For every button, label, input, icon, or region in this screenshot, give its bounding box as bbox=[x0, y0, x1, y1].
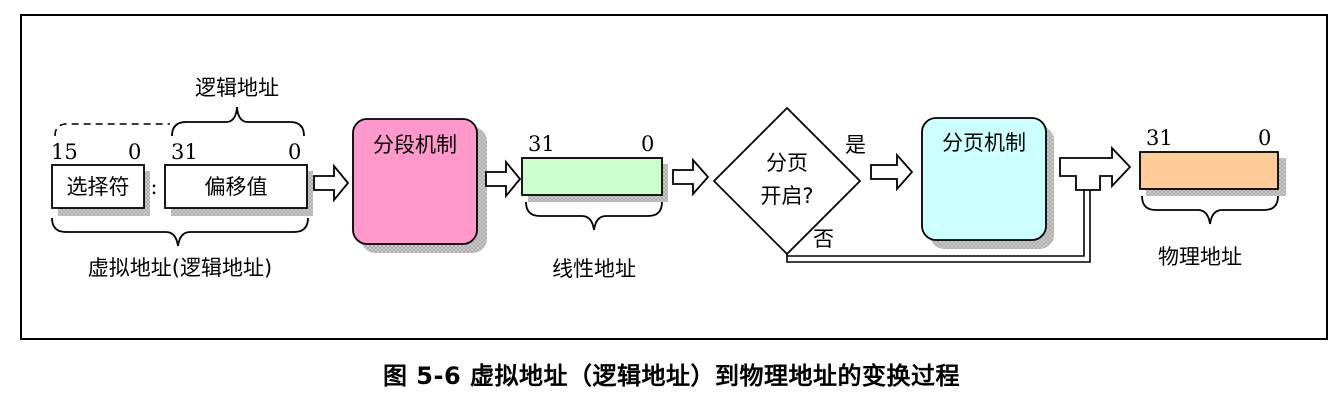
offset-label: 偏移值 bbox=[205, 175, 268, 199]
logical-address-label: 逻辑地址 bbox=[195, 76, 279, 100]
arrow-to-linear bbox=[485, 159, 522, 199]
arrow-to-physical bbox=[1059, 145, 1132, 191]
offset-bit-high: 31 bbox=[171, 140, 198, 164]
decision-no-label: 否 bbox=[813, 227, 834, 251]
segmentation-box bbox=[352, 118, 478, 245]
linear-box bbox=[521, 157, 663, 196]
physical-address-label: 物理地址 bbox=[1158, 245, 1242, 269]
offset-bit-low: 0 bbox=[288, 140, 301, 164]
logical-address-dashed-extension bbox=[54, 123, 170, 137]
paging-box bbox=[921, 117, 1047, 241]
arrow-to-decision bbox=[672, 157, 710, 197]
arrow-yes-to-paging bbox=[870, 152, 914, 192]
colon-separator: : bbox=[150, 175, 157, 199]
linear-address-label: 线性地址 bbox=[552, 257, 636, 281]
paging-label: 分页机制 bbox=[942, 131, 1026, 155]
bypass-line-outer bbox=[786, 190, 1091, 263]
linear-bit-high: 31 bbox=[528, 132, 555, 156]
paging-enabled-decision bbox=[712, 106, 862, 256]
logical-address-brace bbox=[171, 106, 305, 137]
physical-bit-low: 0 bbox=[1258, 126, 1271, 150]
virtual-address-label: 虚拟地址(逻辑地址) bbox=[88, 256, 272, 280]
arrow-to-segmentation bbox=[313, 163, 350, 203]
physical-box bbox=[1139, 151, 1279, 190]
figure-caption: 图 5-6 虚拟地址（逻辑地址）到物理地址的变换过程 bbox=[382, 362, 961, 390]
offset-box bbox=[164, 164, 308, 209]
selector-label: 选择符 bbox=[67, 175, 130, 199]
selector-bit-high: 15 bbox=[51, 140, 78, 164]
segmentation-label: 分段机制 bbox=[373, 133, 457, 157]
decision-text-line2: 开启? bbox=[760, 184, 813, 208]
bypass-line-inner bbox=[787, 190, 1085, 257]
virtual-address-brace bbox=[51, 217, 309, 247]
physical-bit-high: 31 bbox=[1146, 126, 1173, 150]
decision-yes-label: 是 bbox=[845, 133, 866, 157]
selector-box bbox=[51, 164, 145, 209]
linear-address-brace bbox=[525, 201, 663, 231]
physical-address-brace bbox=[1141, 195, 1279, 225]
decision-text-line1: 分页 bbox=[766, 151, 808, 175]
linear-bit-low: 0 bbox=[641, 132, 654, 156]
selector-bit-low: 0 bbox=[128, 140, 141, 164]
